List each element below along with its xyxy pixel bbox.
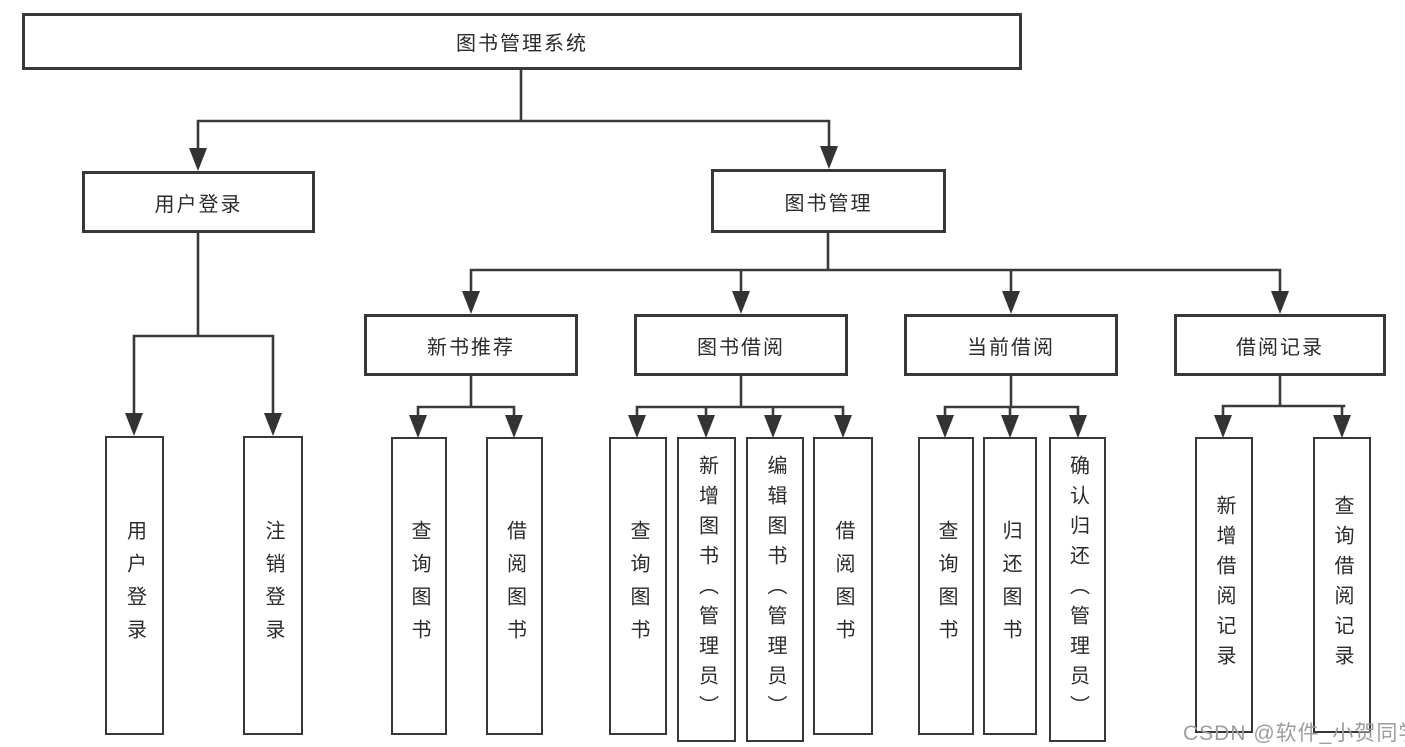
node-library-system: 图书管理系统	[22, 13, 1022, 70]
node-user-login: 用户登录	[82, 171, 315, 233]
arrowhead-icon	[264, 413, 282, 436]
leaf-confirm-return-admin: 确认归还（管理员）	[1049, 437, 1106, 742]
connector-newbookrec-to-leaves	[416, 374, 516, 418]
node-book-management: 图书管理	[711, 169, 946, 233]
arrowhead-icon	[1333, 415, 1351, 438]
arrowhead-icon	[189, 148, 207, 171]
arrowhead-icon	[764, 415, 782, 438]
node-new-book-recommendation: 新书推荐	[364, 314, 578, 376]
arrowhead-icon	[936, 415, 954, 438]
leaf-query-books-current: 查询图书	[918, 437, 974, 735]
arrowhead-icon	[505, 415, 523, 438]
arrowhead-icon	[1002, 291, 1020, 314]
arrowhead-icon	[697, 415, 715, 438]
node-borrowing-records: 借阅记录	[1174, 314, 1386, 376]
leaf-borrow-books-recommend: 借阅图书	[486, 437, 543, 735]
connector-bookborrow-to-leaves	[635, 374, 845, 418]
node-book-borrowing: 图书借阅	[634, 314, 848, 376]
csdn-watermark: CSDN @软件_小贺同学	[1183, 722, 1405, 745]
leaf-add-borrow-record: 新增借阅记录	[1195, 437, 1253, 733]
leaf-edit-book-admin: 编辑图书（管理员）	[746, 437, 804, 742]
leaf-borrow-books: 借阅图书	[813, 437, 873, 735]
connector-currentborrow-to-leaves	[943, 374, 1080, 418]
connector-userlogin-to-leaves	[132, 231, 275, 416]
leaf-add-book-admin: 新增图书（管理员）	[677, 437, 736, 742]
leaf-query-books-borrow: 查询图书	[609, 437, 667, 735]
leaf-logout: 注销登录	[243, 436, 303, 735]
arrowhead-icon	[409, 415, 427, 438]
arrowhead-icon	[1214, 415, 1232, 438]
arrowhead-icon	[628, 415, 646, 438]
arrowhead-icon	[732, 291, 750, 314]
arrowhead-icon	[834, 415, 852, 438]
arrowhead-icon	[125, 413, 143, 436]
leaf-query-books-recommend: 查询图书	[391, 437, 447, 735]
leaf-user-login: 用户登录	[105, 436, 164, 735]
arrowhead-icon	[1271, 291, 1289, 314]
node-current-borrowing: 当前借阅	[904, 314, 1118, 376]
arrowhead-icon	[462, 291, 480, 314]
connector-root-to-level2	[196, 68, 831, 151]
leaf-return-book: 归还图书	[983, 437, 1037, 735]
arrowhead-icon	[820, 146, 838, 169]
connector-borrowrecords-to-leaves	[1221, 374, 1346, 418]
arrowhead-icon	[1001, 415, 1019, 438]
leaf-query-borrow-record: 查询借阅记录	[1313, 437, 1371, 733]
arrowhead-icon	[1069, 415, 1087, 438]
connector-bookmgmt-to-level3	[469, 231, 1282, 294]
